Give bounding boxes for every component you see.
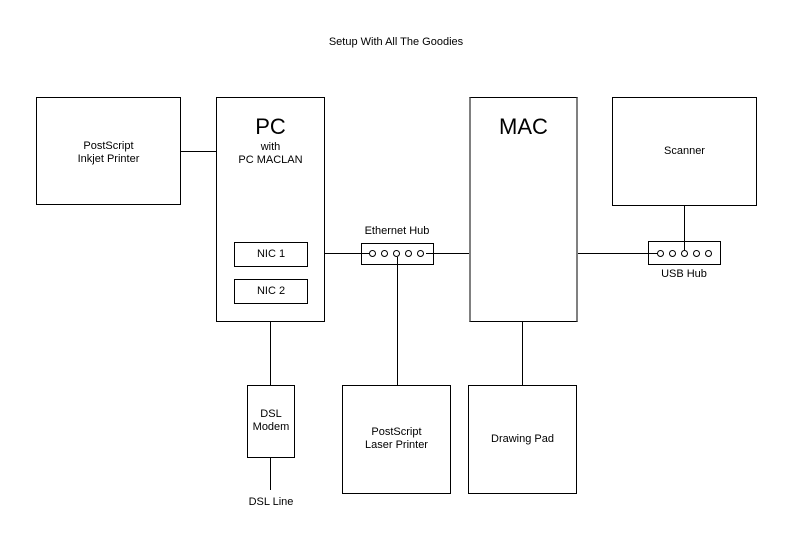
- ethernet-hub-port-4: [405, 250, 412, 257]
- connector-ethernet-hub-laser-printer: [397, 258, 398, 385]
- pc-title: PC: [255, 114, 286, 139]
- connector-inkjet-pc: [180, 151, 216, 152]
- node-dsl-modem[interactable]: DSL Modem: [247, 385, 295, 458]
- usb-hub-inner-line-left: [649, 253, 658, 254]
- mac-title: MAC: [499, 114, 548, 139]
- usb-hub-port-5: [705, 250, 712, 257]
- ethernet-hub-label: Ethernet Hub: [364, 225, 430, 237]
- connector-nic1-ethernet-hub: [307, 253, 361, 254]
- ethernet-hub-port-5: [417, 250, 424, 257]
- node-pc[interactable]: PC with PC MACLAN NIC 1 NIC 2: [216, 97, 325, 322]
- ethernet-hub-inner-line-right: [426, 253, 433, 254]
- usb-hub-port-1: [657, 250, 664, 257]
- connector-nic2-dsl-modem: [270, 302, 271, 386]
- usb-hub-port-2: [669, 250, 676, 257]
- dsl-modem-label: DSL Modem: [252, 408, 290, 433]
- node-drawing-pad[interactable]: Drawing Pad: [468, 385, 577, 494]
- usb-hub-port-4: [693, 250, 700, 257]
- nic1-label: NIC 1: [256, 248, 286, 260]
- node-mac[interactable]: MAC: [469, 97, 578, 322]
- node-nic1[interactable]: NIC 1: [234, 242, 308, 267]
- connector-mac-usb-hub: [577, 253, 658, 254]
- diagram-title: Setup With All The Goodies: [328, 36, 464, 48]
- node-usb-hub[interactable]: [648, 241, 721, 265]
- inkjet-printer-label: PostScript Inkjet Printer: [77, 140, 140, 165]
- ethernet-hub-inner-line-left: [362, 253, 369, 254]
- connector-dsl-modem-dsl-line: [270, 457, 271, 490]
- node-scanner[interactable]: Scanner: [612, 97, 757, 206]
- dsl-line-label: DSL Line: [248, 496, 294, 508]
- node-inkjet-printer[interactable]: PostScript Inkjet Printer: [36, 97, 181, 205]
- node-nic2[interactable]: NIC 2: [234, 279, 308, 304]
- usb-hub-inner-line-up: [684, 242, 685, 250]
- drawing-pad-label: Drawing Pad: [491, 433, 554, 445]
- ethernet-hub-inner-line-down: [397, 257, 398, 265]
- ethernet-hub-port-3: [393, 250, 400, 257]
- node-laser-printer[interactable]: PostScript Laser Printer: [342, 385, 451, 494]
- node-ethernet-hub[interactable]: [361, 243, 434, 265]
- connector-mac-drawing-pad: [522, 321, 523, 385]
- connector-ethernet-hub-mac: [433, 253, 469, 254]
- ethernet-hub-port-2: [381, 250, 388, 257]
- ethernet-hub-port-1: [369, 250, 376, 257]
- scanner-label: Scanner: [664, 145, 705, 157]
- connector-scanner-usb-hub: [684, 205, 685, 251]
- usb-hub-port-3: [681, 250, 688, 257]
- laser-printer-label: PostScript Laser Printer: [365, 426, 428, 451]
- usb-hub-label: USB Hub: [661, 268, 707, 280]
- nic2-label: NIC 2: [256, 285, 286, 297]
- pc-subtitle: with PC MACLAN: [238, 141, 303, 166]
